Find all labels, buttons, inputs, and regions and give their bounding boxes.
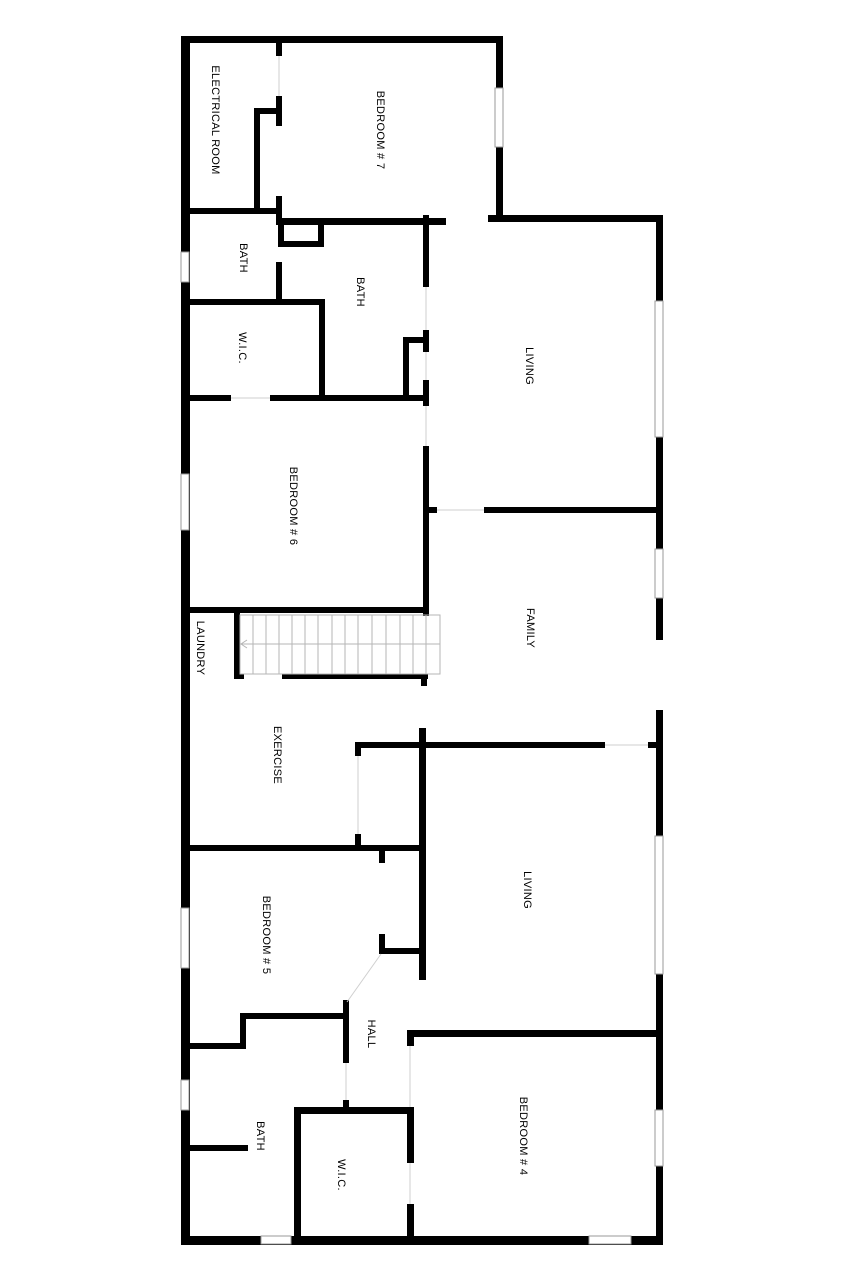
wall-bed7-left-a — [276, 42, 282, 56]
wall-right-b — [656, 437, 663, 549]
wall-wic-top-low — [294, 1107, 414, 1114]
room-label-laundry: LAUNDRY — [194, 621, 206, 676]
wall-left — [181, 36, 190, 1245]
wall-exercise-closet-left — [355, 742, 361, 756]
wall-bath-right-a — [423, 215, 429, 287]
wall-stair-bottom-a — [234, 674, 244, 679]
wall-bath-top — [276, 218, 446, 225]
wall-right-d — [656, 710, 663, 836]
wall-bath-counter — [181, 1145, 248, 1151]
room-label-bedroom-5: BEDROOM # 5 — [260, 896, 272, 975]
wall-living-top-end — [648, 742, 663, 748]
wall-bed5-top — [181, 845, 423, 851]
room-label-bedroom-7: BEDROOM # 7 — [374, 91, 386, 170]
wall-bed6-top-a — [181, 395, 231, 401]
room-label-bath-lower: BATH — [254, 1121, 266, 1151]
wall-step — [488, 215, 663, 222]
room-label-bedroom-4: BEDROOM # 4 — [517, 1097, 529, 1176]
wall-bath-jog-v — [403, 337, 409, 399]
wall-bath-notch-a — [278, 223, 284, 247]
wall-hall-left-a — [343, 1005, 349, 1063]
wall-bath-divider — [276, 262, 282, 300]
wall-wic-top — [181, 299, 325, 305]
wall-bed6-top-b — [270, 395, 429, 401]
room-label-bath-upper-left: BATH — [237, 243, 249, 273]
window-living-upper — [654, 300, 664, 438]
wall-exercise-closet-left-b — [355, 834, 361, 848]
room-label-bath-upper-center: BATH — [354, 277, 366, 307]
wall-top-right-stub-2 — [496, 147, 503, 222]
stair-arrow-icon — [240, 639, 248, 649]
wall-wic-right — [319, 299, 325, 399]
room-label-electrical: ELECTRICAL ROOM — [209, 65, 221, 174]
room-labels: ELECTRICAL ROOM BEDROOM # 7 BATH BATH W.… — [194, 65, 536, 1190]
wall-bed7-inner — [276, 196, 282, 220]
window-bed5 — [180, 907, 190, 969]
room-label-exercise: EXERCISE — [271, 726, 283, 784]
wall-right-f — [656, 1166, 663, 1245]
room-label-wic-upper: W.I.C. — [236, 332, 248, 364]
window-bed4-side — [654, 1109, 664, 1167]
wall-elec-jog-h — [254, 108, 280, 114]
windows — [180, 87, 664, 1245]
window-bath-left — [180, 251, 190, 283]
room-label-wic-lower: W.I.C. — [335, 1159, 347, 1191]
wall-bed5-closet-a — [379, 934, 385, 952]
wall-wic-right-low-a — [407, 1030, 414, 1046]
wall-wic-left-low — [294, 1107, 301, 1243]
window-bath-lower — [180, 1079, 190, 1111]
wall-top-left — [181, 36, 503, 43]
wall-bed4-top — [407, 1030, 663, 1037]
wall-bath-top-c — [181, 1043, 246, 1049]
wall-family-top-a — [423, 507, 437, 513]
window-bottom-bed4 — [588, 1235, 632, 1245]
stairs — [239, 614, 441, 675]
door-bed5-angle — [346, 953, 382, 1003]
wall-stair-bottom-b — [282, 674, 428, 679]
wall-exercise-closet-top — [355, 742, 423, 748]
wall-living-left — [419, 728, 426, 980]
wall-bath-notch-b — [318, 223, 324, 247]
walls — [181, 36, 663, 1245]
room-label-family: FAMILY — [524, 608, 536, 648]
window-bed7 — [494, 87, 504, 148]
wall-stair-post — [421, 674, 427, 686]
wall-living-top — [419, 742, 605, 748]
wall-bath-jog-h — [403, 337, 427, 343]
window-living-lower — [654, 835, 664, 975]
room-label-living-lower: LIVING — [521, 871, 533, 909]
wall-right-a — [656, 215, 663, 301]
window-family — [654, 548, 664, 599]
wall-bath-notch-c — [278, 241, 324, 247]
wall-bath-top-b — [240, 1013, 246, 1049]
wall-stair-left — [234, 611, 240, 679]
wall-bath-right-c — [423, 380, 429, 406]
wall-family-top-b — [484, 507, 663, 513]
wall-bed6-bottom — [181, 607, 429, 613]
wall-bed6-right-a — [423, 446, 429, 616]
room-label-hall: HALL — [365, 1020, 377, 1049]
wall-elec-bottom — [181, 208, 277, 214]
window-bed6 — [180, 473, 190, 531]
wall-right-e — [656, 974, 663, 1110]
window-bottom-bath — [260, 1235, 292, 1245]
wall-right-c — [656, 598, 663, 640]
wall-wic-right-low-b — [407, 1107, 414, 1163]
room-label-living-upper: LIVING — [523, 347, 535, 385]
wall-wic-right-low-c — [407, 1204, 414, 1240]
wall-bed5-closet-b — [379, 948, 423, 954]
door-lines — [231, 56, 648, 1204]
wall-elec-jog-v — [254, 108, 260, 212]
wall-bed5-stub — [379, 849, 385, 863]
wall-bath-top-a — [240, 1013, 348, 1019]
wall-hall-left-b — [343, 1100, 349, 1112]
wall-bottom — [181, 1236, 663, 1245]
room-label-bedroom-6: BEDROOM # 6 — [287, 467, 299, 546]
wall-top-right-stub — [496, 36, 503, 88]
